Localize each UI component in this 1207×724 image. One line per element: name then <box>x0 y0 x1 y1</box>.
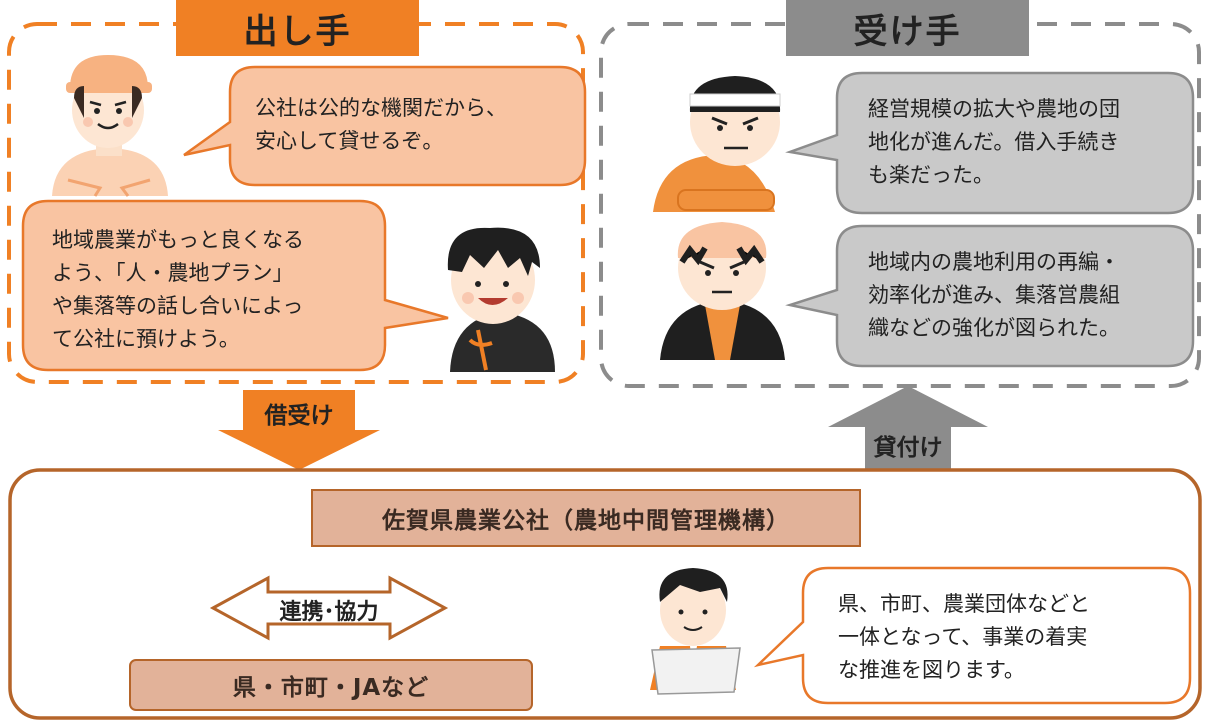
quote-line: 地域内の農地利用の再編・ <box>868 250 1120 274</box>
organization-name: 佐賀県農業公社（農地中間管理機構） <box>382 508 790 534</box>
borrower-quote-2: 地域内の農地利用の再編・ 効率化が進み、集落営農組 織などの強化が図られた。 <box>868 246 1120 345</box>
staff-illustration <box>650 568 741 695</box>
organization-name-box <box>311 489 861 547</box>
quote-line: 地域農業がもっと良くなる <box>52 228 304 252</box>
partners-label: 県・市町・JAなど <box>232 675 430 701</box>
quote-line: 一体となって、事業の着実 <box>838 625 1088 649</box>
farmer-cap-illustration <box>52 55 168 197</box>
farmer-headband-illustration <box>653 76 781 212</box>
lend-out-label: 貸付け <box>873 435 943 461</box>
organization-bubble <box>753 566 1192 705</box>
young-man-illustration <box>447 227 555 372</box>
cooperation-label: 連携･協力 <box>279 600 379 625</box>
cooperation-arrow <box>209 575 449 641</box>
lender-title-text: 出し手 <box>243 11 352 52</box>
quote-line: も楽だった。 <box>868 163 994 187</box>
quote-line: 地化が進んだ。借入手続き <box>868 130 1120 154</box>
lender-bubble-2 <box>21 199 449 372</box>
quote-line: 効率化が進み、集落営農組 <box>868 283 1120 307</box>
lend-out-arrow <box>828 386 988 470</box>
quote-line: な推進を図ります。 <box>838 658 1025 682</box>
borrower-frame <box>599 22 1201 388</box>
lender-title: 出し手 <box>176 0 419 56</box>
quote-line: 県、市町、農業団体などと <box>838 592 1090 616</box>
lender-quote-2: 地域農業がもっと良くなる よう、「人・農地プラン」 や集落等の話し合いによっ て… <box>52 224 304 356</box>
lender-quote-1: 公社は公的な機関だから、 安心して貸せるぞ。 <box>255 92 507 158</box>
quote-line: 公社は公的な機関だから、 <box>255 96 507 120</box>
organization-quote: 県、市町、農業団体などと 一体となって、事業の着実 な推進を図ります。 <box>838 588 1090 687</box>
borrower-bubble-2 <box>785 224 1195 368</box>
lender-frame <box>7 22 585 384</box>
lend-in-arrow <box>218 390 380 470</box>
quote-line: や集落等の話し合いによっ <box>52 294 304 318</box>
quote-line: 織などの強化が図られた。 <box>868 316 1120 340</box>
quote-line: よう、「人・農地プラン」 <box>52 261 294 285</box>
quote-line: 安心して貸せるぞ。 <box>255 129 444 153</box>
borrower-title: 受け手 <box>786 0 1029 56</box>
partners-box <box>129 659 533 711</box>
quote-line: 経営規模の拡大や農地の団 <box>868 97 1120 121</box>
borrower-bubble-1 <box>785 71 1195 215</box>
farmer-hat-illustration <box>660 222 785 360</box>
lend-in-label: 借受け <box>264 403 334 429</box>
lender-bubble-1 <box>183 65 587 187</box>
borrower-quote-1: 経営規模の拡大や農地の団 地化が進んだ。借入手続き も楽だった。 <box>868 93 1120 192</box>
quote-line: て公社に預けよう。 <box>52 327 240 351</box>
borrower-title-text: 受け手 <box>853 11 962 52</box>
